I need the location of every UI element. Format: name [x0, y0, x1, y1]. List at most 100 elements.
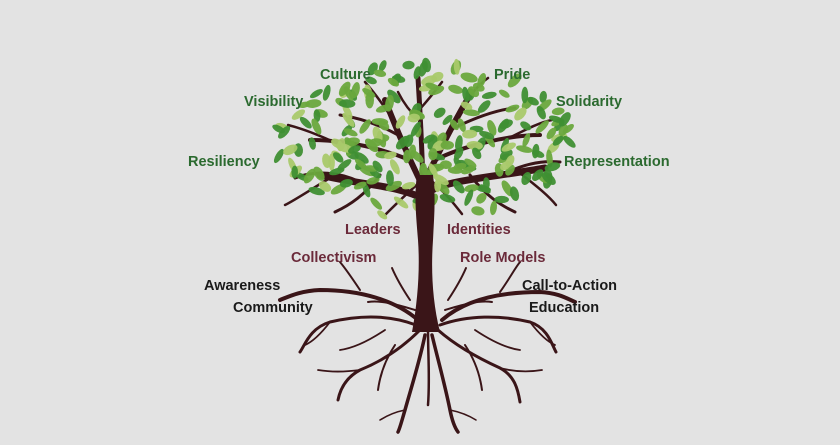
- leaf: [434, 178, 442, 193]
- leaf: [368, 138, 383, 147]
- leaf: [539, 90, 547, 103]
- label-resiliency: Resiliency: [188, 154, 260, 170]
- leaf: [333, 152, 344, 163]
- leaf: [535, 120, 549, 134]
- root: [529, 321, 556, 346]
- leaf: [457, 118, 466, 133]
- leaf: [387, 77, 399, 87]
- leaf: [544, 162, 561, 172]
- leaf: [494, 195, 509, 204]
- leaf: [481, 91, 497, 99]
- root: [391, 267, 411, 301]
- label-collectivism: Collectivism: [291, 250, 377, 266]
- leaf: [507, 73, 522, 88]
- leaf: [305, 99, 322, 108]
- branch: [283, 176, 332, 207]
- leaf: [449, 119, 459, 131]
- leaf: [393, 196, 409, 209]
- leaf: [477, 100, 491, 113]
- leaf: [505, 104, 520, 113]
- label-education: Education: [529, 300, 600, 316]
- root: [304, 321, 331, 346]
- leaf: [272, 124, 285, 134]
- root: [499, 367, 543, 373]
- leaf: [410, 121, 421, 137]
- leaf: [359, 119, 371, 134]
- label-representation: Representation: [564, 154, 670, 170]
- root: [464, 344, 483, 391]
- label-call-to-action: Call-to-Action: [522, 278, 618, 294]
- leaf: [464, 158, 477, 168]
- leaf: [433, 174, 449, 186]
- leaf: [370, 197, 383, 210]
- root: [339, 329, 386, 351]
- leaf: [460, 72, 478, 83]
- label-pride: Pride: [494, 67, 531, 83]
- leaf: [487, 120, 497, 136]
- leaf: [462, 109, 480, 117]
- root: [440, 289, 577, 322]
- leaf: [354, 152, 369, 164]
- leaf: [401, 182, 416, 190]
- label-awareness: Awareness: [204, 278, 281, 294]
- leaf: [532, 169, 544, 181]
- leaf: [546, 127, 557, 140]
- leaf: [453, 58, 460, 75]
- leaf: [536, 105, 546, 120]
- leaf: [516, 145, 533, 153]
- leaf: [442, 114, 453, 125]
- leaf: [303, 168, 316, 184]
- leaf: [283, 144, 298, 156]
- leaf: [413, 66, 421, 80]
- root: [339, 261, 361, 291]
- leaf: [541, 172, 556, 185]
- leaf: [313, 109, 321, 122]
- leaf: [329, 167, 345, 176]
- leaf: [453, 147, 464, 160]
- leaf: [385, 94, 394, 112]
- label-solidarity: Solidarity: [556, 94, 623, 110]
- leaf: [462, 86, 470, 103]
- leaf: [378, 60, 387, 72]
- leaf: [532, 150, 545, 158]
- leaf: [273, 148, 284, 164]
- root: [436, 328, 522, 404]
- leaf: [453, 163, 467, 171]
- root: [379, 409, 406, 421]
- label-visibility: Visibility: [244, 94, 304, 110]
- leaf: [452, 180, 465, 194]
- leaf: [418, 60, 428, 77]
- leaf: [428, 148, 438, 161]
- leaf: [498, 89, 510, 98]
- leaf: [419, 162, 428, 178]
- label-identities: Identities: [447, 222, 511, 238]
- leaf: [440, 140, 454, 150]
- leaf: [365, 76, 377, 85]
- leaf: [342, 112, 355, 127]
- leaf: [402, 60, 415, 70]
- leaf: [291, 165, 299, 179]
- leaf: [311, 118, 322, 135]
- leaf: [373, 69, 387, 77]
- leaf: [520, 121, 532, 131]
- leaf: [407, 113, 420, 123]
- leaf: [348, 145, 361, 154]
- leaf: [322, 84, 331, 101]
- leaf: [377, 210, 388, 220]
- root: [377, 344, 396, 391]
- leaf: [497, 118, 510, 133]
- root: [317, 369, 361, 373]
- leaf: [464, 184, 479, 193]
- leaf: [551, 107, 565, 116]
- leaf: [308, 186, 325, 196]
- leaf: [522, 133, 531, 147]
- leaf: [514, 107, 527, 121]
- leaf: [479, 130, 495, 140]
- tree-roots: [278, 261, 577, 434]
- leaf: [313, 166, 325, 181]
- root: [426, 328, 431, 407]
- leaf: [369, 169, 382, 179]
- leaf: [552, 135, 564, 146]
- leaf: [558, 124, 569, 137]
- leaf: [385, 180, 402, 192]
